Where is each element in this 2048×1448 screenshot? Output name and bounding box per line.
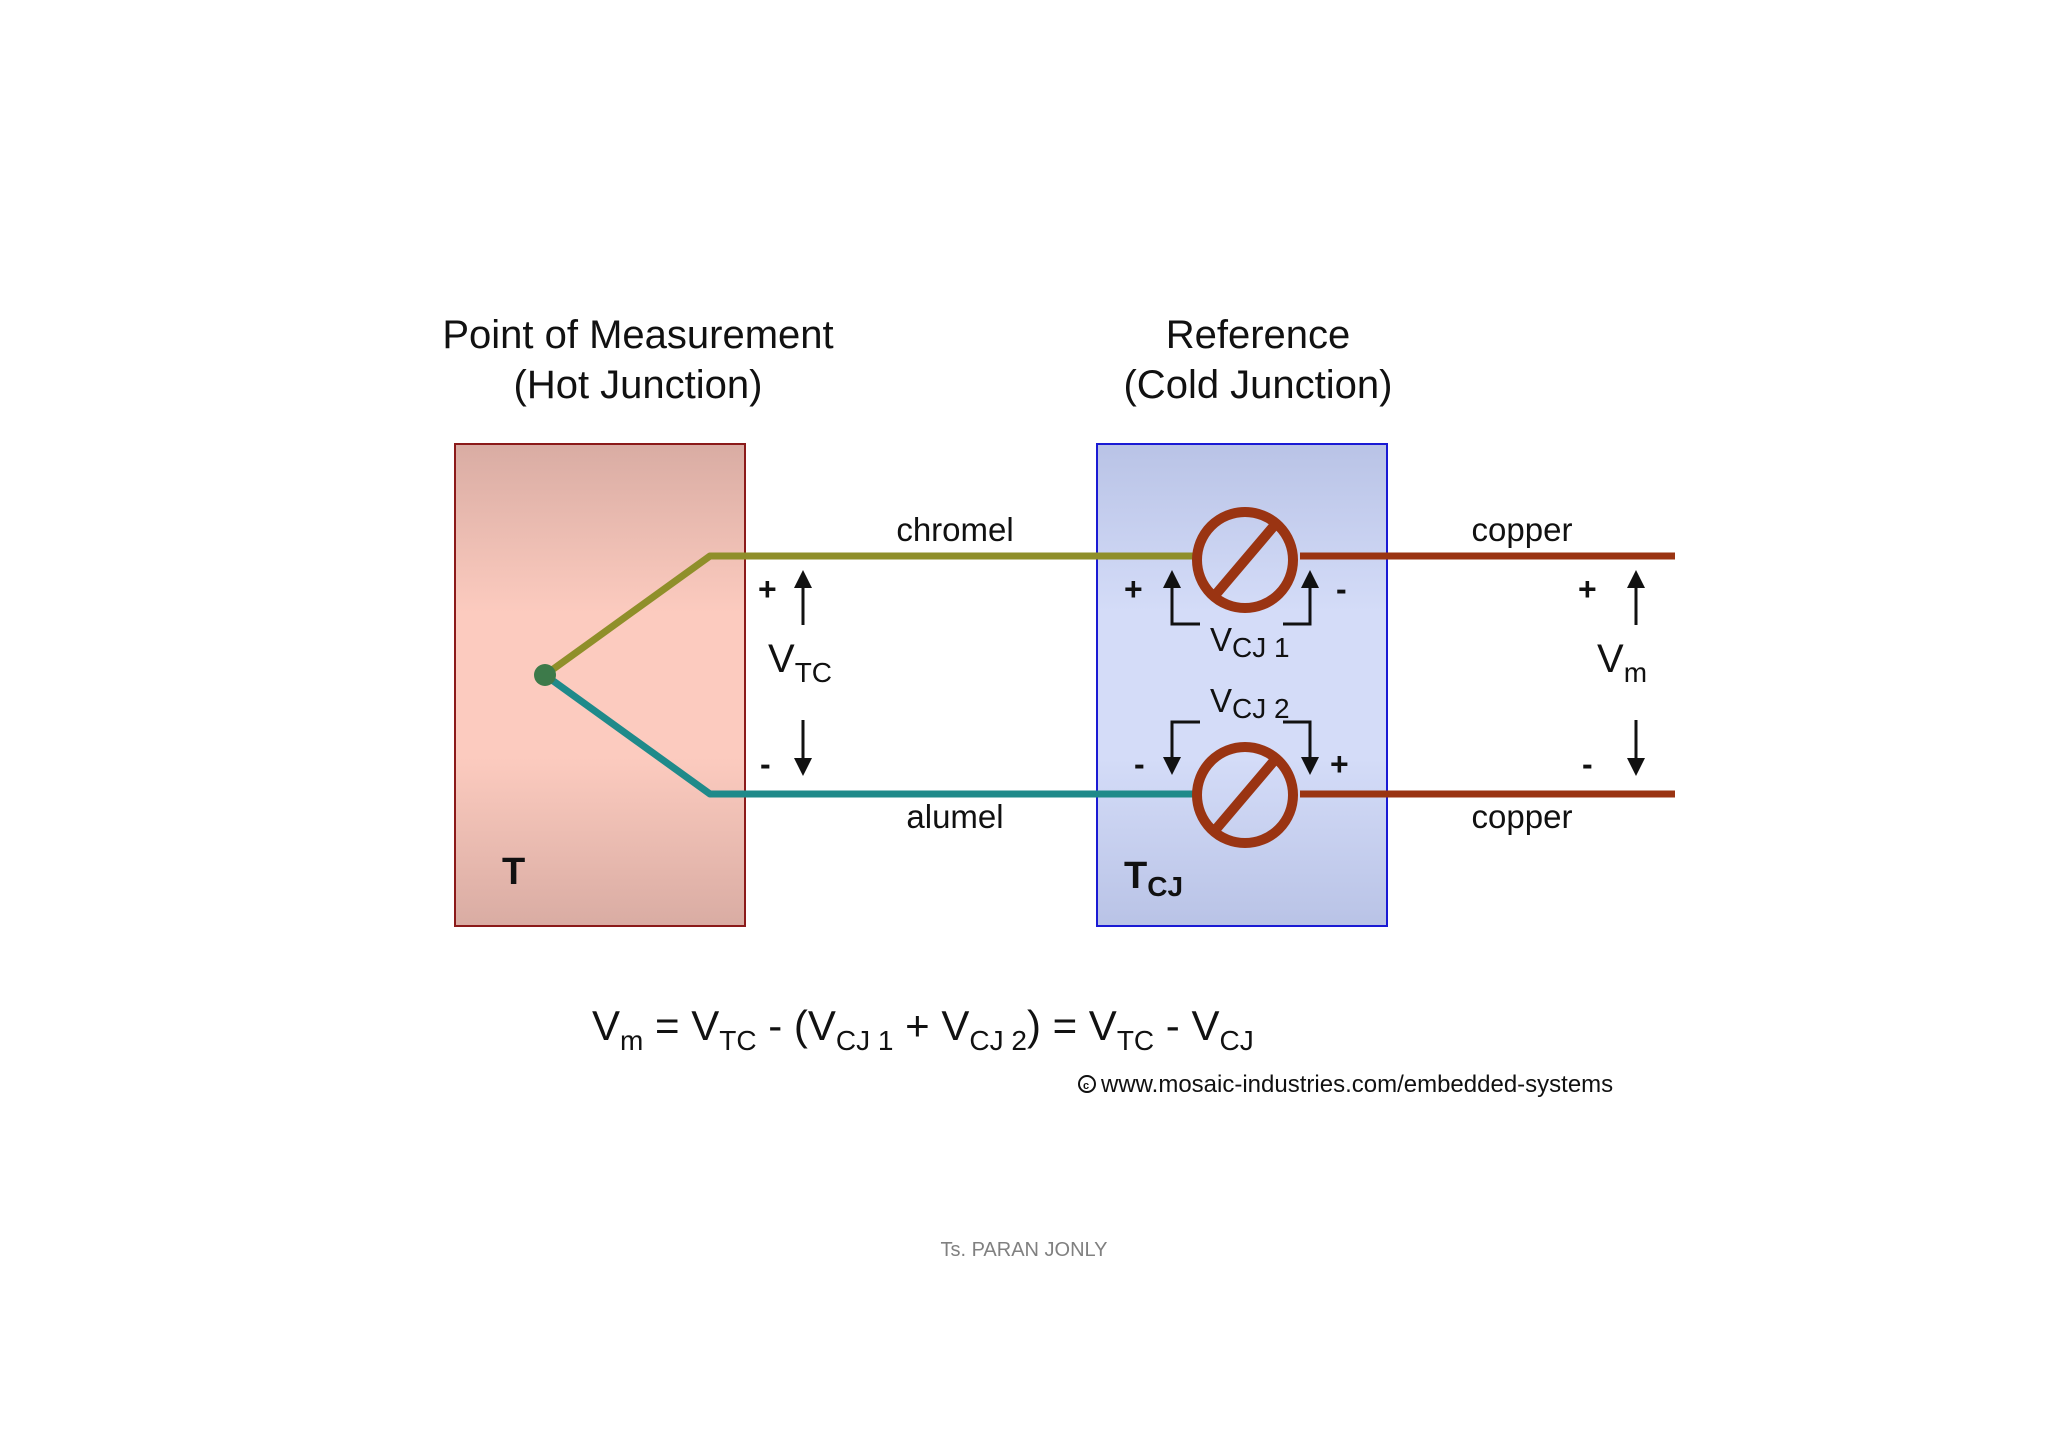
svg-text:Vm: Vm bbox=[1597, 637, 1647, 688]
terminal-junction-2 bbox=[1192, 742, 1298, 848]
cold-junction-temp-label: TCJ bbox=[1124, 855, 1183, 902]
hot-junction-box bbox=[454, 443, 746, 927]
svg-text:+: + bbox=[758, 571, 777, 607]
copyright-icon bbox=[1078, 1075, 1096, 1093]
copyright-notice: c www.mosaic-industries.com/embedded-sys… bbox=[1078, 1071, 1613, 1098]
slide-footer: Ts. PARAN JONLY bbox=[940, 1239, 1107, 1261]
svg-text:-: - bbox=[760, 746, 771, 782]
cold-junction-title-line2: (Cold Junction) bbox=[1123, 363, 1392, 407]
vcj1-indicator: + - VCJ 1 bbox=[1124, 570, 1347, 663]
hot-junction-dot bbox=[534, 664, 556, 686]
hot-junction-title-line1: Point of Measurement bbox=[442, 313, 833, 357]
alumel-wire bbox=[542, 672, 1200, 798]
copper-bottom-label: copper bbox=[1472, 798, 1573, 835]
svg-text:VTC: VTC bbox=[768, 637, 832, 688]
svg-text:-: - bbox=[1582, 746, 1593, 782]
chromel-label: chromel bbox=[896, 511, 1013, 548]
svg-text:+: + bbox=[1330, 746, 1349, 782]
hot-junction-title-line2: (Hot Junction) bbox=[514, 363, 763, 407]
alumel-label: alumel bbox=[906, 798, 1003, 835]
svg-text:c: c bbox=[1083, 1080, 1089, 1092]
svg-text:+: + bbox=[1578, 571, 1597, 607]
copper-top-label: copper bbox=[1472, 511, 1573, 548]
svg-text:VCJ 1: VCJ 1 bbox=[1210, 621, 1290, 663]
vtc-indicator: + VTC - bbox=[758, 570, 832, 782]
vm-indicator: + Vm - bbox=[1578, 570, 1647, 782]
svg-text:-: - bbox=[1134, 746, 1145, 782]
chromel-wire bbox=[542, 552, 1200, 678]
copyright-url: www.mosaic-industries.com/embedded-syste… bbox=[1100, 1071, 1613, 1098]
cold-junction-title-line1: Reference bbox=[1166, 313, 1351, 357]
svg-text:VCJ 2: VCJ 2 bbox=[1210, 682, 1290, 724]
svg-text:+: + bbox=[1124, 571, 1143, 607]
svg-text:-: - bbox=[1336, 571, 1347, 607]
terminal-junction-1 bbox=[1192, 507, 1298, 613]
voltage-equation: Vm = VTC - (VCJ 1 + VCJ 2) = VTC - VCJ bbox=[592, 1002, 1254, 1056]
hot-junction-temp-label: T bbox=[502, 851, 525, 893]
vcj2-indicator: VCJ 2 - + bbox=[1134, 682, 1349, 782]
